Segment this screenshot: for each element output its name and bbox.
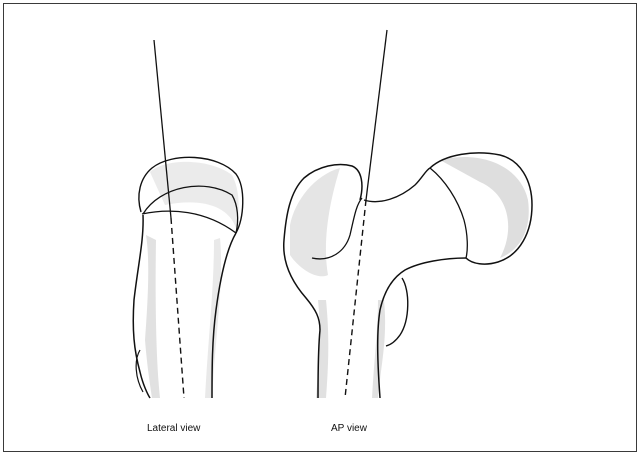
ap-head-neck-junction: [430, 168, 467, 258]
lateral-shading: [145, 235, 160, 398]
lateral-view-femur: [133, 40, 243, 398]
lateral-shading-right: [205, 238, 221, 398]
ap-lesser-trochanter: [386, 278, 408, 346]
ap-view-femur: [284, 30, 532, 398]
ap-head-shading: [440, 157, 529, 258]
ap-guide-wire: [366, 30, 387, 200]
lateral-axis-dashed: [171, 218, 184, 398]
ap-trochanter-shading: [290, 168, 340, 276]
caption-ap-view: AP view: [331, 423, 367, 434]
caption-lateral-view: Lateral view: [147, 423, 200, 434]
lateral-neck-top-line: [142, 211, 236, 233]
ap-axis-dashed: [345, 200, 366, 398]
ap-neck-superior: [364, 168, 430, 202]
ap-neck-inferior: [378, 258, 466, 398]
